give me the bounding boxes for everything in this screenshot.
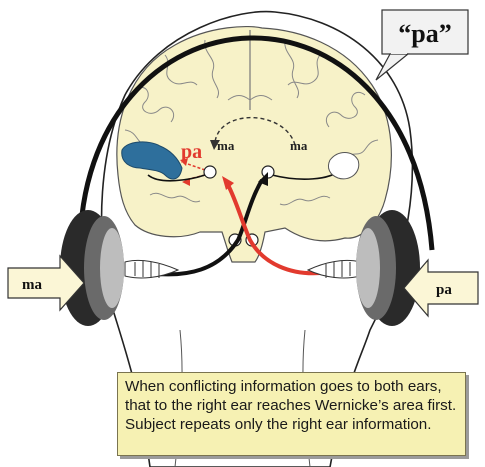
- speech-bubble-text: “pa”: [398, 19, 451, 48]
- pa-brain-label: pa: [181, 141, 202, 163]
- right-ear-canal: [306, 259, 361, 279]
- right-auditory-region: [327, 152, 360, 180]
- brain: [116, 25, 392, 263]
- ma-center-label: ma: [217, 138, 235, 153]
- left-input-arrow: [7, 254, 85, 312]
- left-headphone: [60, 210, 124, 326]
- ma-right-label: ma: [290, 138, 308, 153]
- black-pathway: [139, 178, 264, 277]
- red-arrowhead: [222, 176, 234, 190]
- right-input-arrow: [403, 258, 479, 318]
- callosal-transfer-arrow: [214, 116, 296, 146]
- caption-text: When conflicting information goes to bot…: [125, 378, 457, 433]
- speech-bubble: [375, 9, 469, 81]
- left-ear-canal: [124, 259, 180, 279]
- wernicke-area: [121, 141, 183, 180]
- left-auditory-path: [147, 174, 206, 182]
- cortex-folds: [124, 30, 379, 206]
- headphone-band: [77, 35, 435, 251]
- black-arrowhead: [258, 172, 268, 186]
- red-pathway: [226, 184, 331, 276]
- left-relay-node: [203, 165, 217, 179]
- left-ear-label: ma: [22, 277, 42, 293]
- caption-box: When conflicting information goes to bot…: [117, 372, 466, 456]
- callosal-arrowhead: [210, 140, 220, 150]
- right-ear-label: pa: [436, 282, 452, 298]
- right-headphone: [356, 210, 420, 326]
